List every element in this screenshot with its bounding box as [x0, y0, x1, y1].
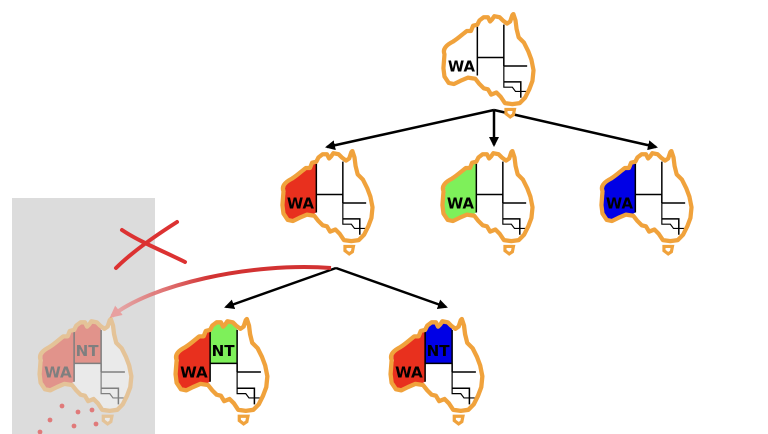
state-borders [476, 24, 528, 98]
label-wa: WA [287, 195, 315, 212]
failed-branch-arrow [109, 265, 332, 318]
continent-outline [441, 11, 536, 107]
continuation-dots [37, 403, 99, 434]
node-root: WA [441, 11, 536, 119]
region-nt [210, 321, 238, 364]
node-wa-green: WA [440, 148, 535, 256]
state-borders [73, 329, 125, 405]
label-wa: WA [395, 363, 423, 381]
arrow-to-wa-nt-blue [335, 266, 448, 310]
state-borders-east [661, 194, 685, 230]
pruned-branch-panel [12, 198, 155, 434]
state-borders-east [502, 194, 526, 230]
continent-outline [173, 316, 270, 414]
region-wa [283, 163, 317, 220]
arrow-root-to-right [493, 108, 658, 151]
state-borders-east [342, 194, 366, 230]
label-wa: WA [180, 363, 208, 381]
state-borders [424, 329, 476, 405]
tasmania [101, 414, 114, 426]
node-wa-blue: WA [599, 148, 694, 256]
state-borders [475, 161, 527, 235]
label-nt: NT [427, 342, 451, 360]
continent-outline [280, 148, 375, 244]
arrow-root-to-left [325, 108, 495, 151]
tasmania [237, 414, 250, 426]
region-wa [176, 332, 211, 390]
state-borders-east [451, 363, 475, 399]
continent-outline [440, 148, 535, 244]
prune-cross-icon [114, 220, 187, 270]
label-wa: WA [606, 195, 634, 212]
tasmania [662, 244, 675, 256]
label-nt: NT [76, 342, 100, 360]
continent-outline [388, 316, 485, 414]
continent-outline [599, 148, 694, 244]
tasmania [452, 414, 465, 426]
state-borders [209, 329, 261, 405]
node-wa-red: WA [280, 148, 375, 256]
state-borders-east [100, 363, 124, 399]
tasmania [503, 244, 516, 256]
region-nt [425, 321, 453, 364]
continent-fill [39, 319, 132, 411]
root-to-level1-arrows [325, 108, 658, 151]
state-borders-east [236, 363, 260, 399]
region-wa [602, 163, 636, 220]
tasmania [504, 107, 517, 119]
level1-to-level2-arrows [224, 266, 448, 310]
region-wa [443, 163, 477, 220]
arrow-to-wa-nt-green [224, 266, 337, 310]
region-wa [391, 332, 426, 390]
state-borders-east [503, 57, 527, 93]
label-wa: WA [448, 58, 476, 75]
state-borders [634, 161, 686, 235]
label-nt: NT [212, 342, 236, 360]
region-wa [40, 332, 75, 390]
continent-outline [37, 316, 134, 414]
tasmania [343, 244, 356, 256]
state-borders [315, 161, 367, 235]
region-nt [74, 321, 102, 364]
region-wa [444, 26, 478, 83]
label-wa: WA [447, 195, 475, 212]
label-wa: WA [44, 363, 72, 381]
